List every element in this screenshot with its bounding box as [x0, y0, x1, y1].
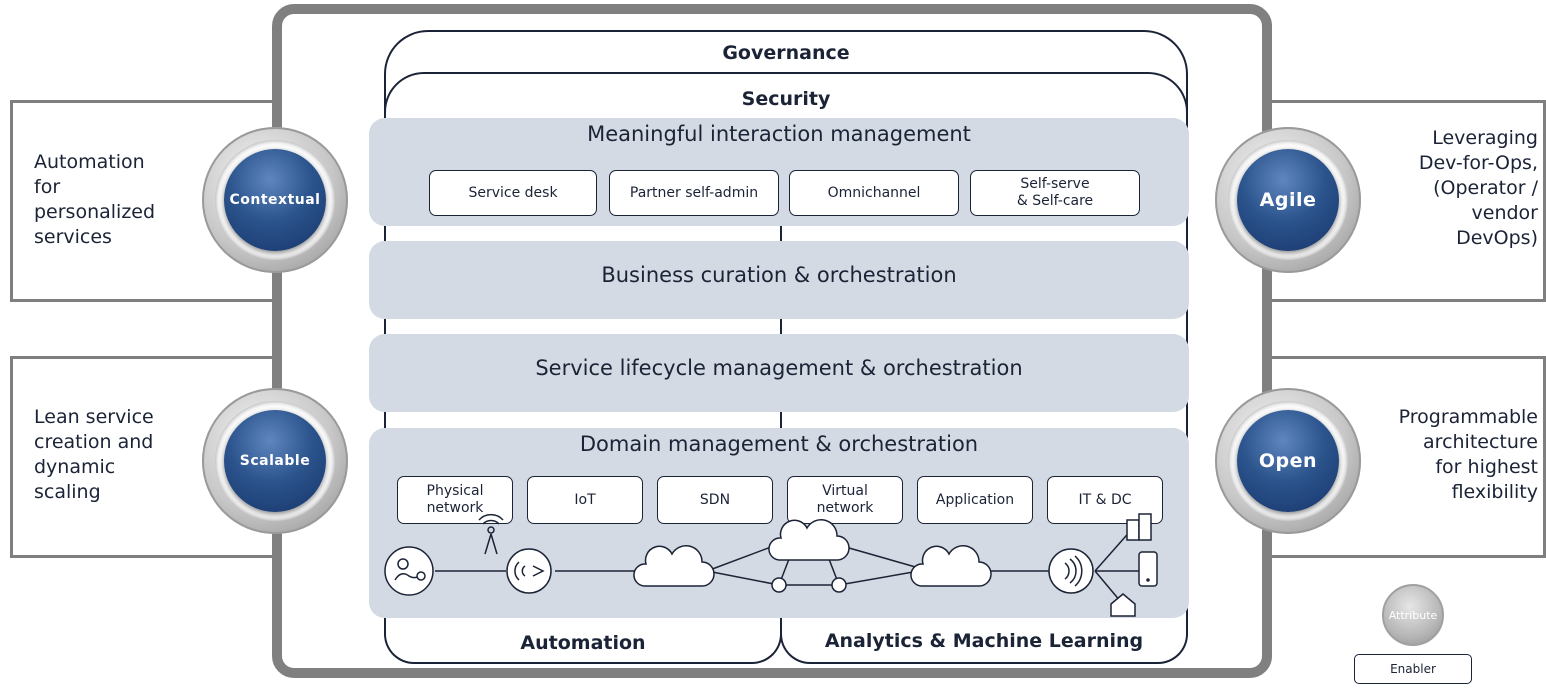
business-layer-title: Business curation & orchestration	[601, 263, 957, 287]
wireless-hub-icon	[1048, 548, 1094, 594]
router-node-icon	[831, 577, 847, 593]
building-icon	[1126, 513, 1152, 541]
legend-enabler-swatch: Enabler	[1354, 654, 1472, 684]
security-label: Security	[741, 88, 831, 110]
scalable-badge: Scalable	[202, 388, 348, 534]
service-layer-title: Service lifecycle management & orchestra…	[535, 356, 1023, 380]
router-node-icon	[771, 577, 787, 593]
interaction-layer: Meaningful interaction management Servic…	[369, 118, 1189, 226]
physical-network-chip: Physical network	[397, 476, 513, 524]
agile-description: Leveraging Dev-for-Ops, (Operator / vend…	[1418, 127, 1538, 249]
analytics-bracket	[780, 600, 1188, 664]
self-serve-chip: Self-serve & Self-care	[970, 170, 1140, 216]
omnichannel-chip: Omnichannel	[789, 170, 959, 216]
home-icon	[1110, 593, 1136, 617]
robot-hand-icon	[384, 546, 434, 596]
antenna-icon	[478, 513, 504, 555]
link-line	[706, 570, 780, 586]
right-frame-line	[1186, 220, 1188, 600]
agile-badge: Agile	[1215, 127, 1361, 273]
contextual-description: Automation for personalized services	[34, 151, 156, 248]
link-line	[838, 570, 920, 586]
open-label: Open	[1237, 410, 1339, 512]
open-description: Programmable architecture for highest fl…	[1398, 406, 1538, 503]
mobile-phone-icon	[1138, 551, 1158, 587]
automation-label: Automation	[520, 632, 646, 654]
scalable-description: Lean service creation and dynamic scalin…	[34, 406, 154, 503]
governance-label: Governance	[722, 42, 850, 64]
open-badge: Open	[1215, 388, 1361, 534]
virtual-network-chip: Virtual network	[787, 476, 903, 524]
contextual-badge: Contextual	[202, 127, 348, 273]
cloud-icon	[910, 545, 992, 587]
cloud-icon	[768, 519, 850, 561]
domain-layer: Domain management & orchestration Physic…	[369, 428, 1189, 618]
legend-attribute-swatch: Attribute	[1382, 584, 1444, 646]
service-desk-chip: Service desk	[429, 170, 597, 216]
iot-chip: IoT	[527, 476, 643, 524]
domain-layer-title: Domain management & orchestration	[579, 432, 979, 456]
sdn-chip: SDN	[657, 476, 773, 524]
radio-node-icon	[506, 548, 552, 594]
network-topology	[384, 513, 1158, 617]
analytics-label: Analytics & Machine Learning	[824, 630, 1144, 652]
application-chip: Application	[917, 476, 1033, 524]
link-line	[706, 543, 780, 572]
partner-self-admin-chip: Partner self-admin	[609, 170, 779, 216]
link-line	[1094, 570, 1122, 603]
service-layer: Service lifecycle management & orchestra…	[369, 334, 1189, 412]
agile-label: Agile	[1237, 149, 1339, 251]
scalable-label: Scalable	[224, 410, 326, 512]
business-layer: Business curation & orchestration	[369, 241, 1189, 319]
cloud-icon	[633, 545, 715, 587]
contextual-label: Contextual	[224, 149, 326, 251]
interaction-layer-title: Meaningful interaction management	[587, 122, 971, 146]
